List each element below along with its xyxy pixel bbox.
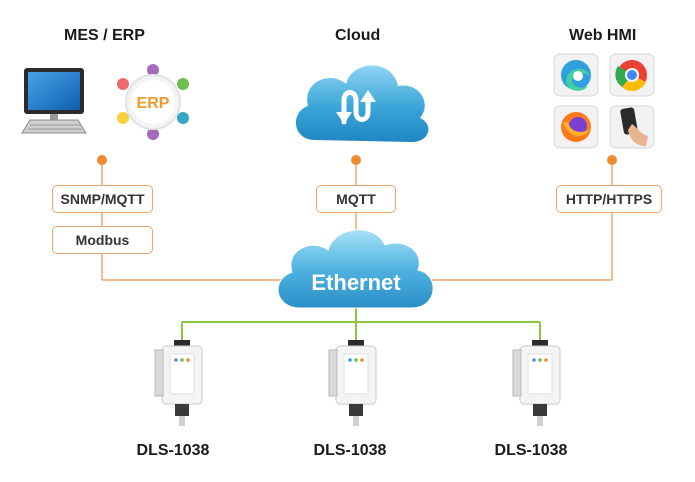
desktop-computer-icon [21, 68, 87, 134]
device-label: DLS-1038 [313, 442, 387, 459]
dls-sensor-device-icon [512, 340, 561, 426]
dls-sensor-device-icon [328, 340, 377, 426]
edge-browser-icon [553, 53, 599, 97]
firefox-browser-icon [553, 105, 599, 149]
device-label: DLS-1038 [136, 442, 210, 459]
erp-hub-icon: ERP [117, 64, 189, 140]
web-hmi-title: Web HMI [569, 27, 637, 44]
cloud-sync-icon [295, 65, 429, 142]
protocol-mqtt: MQTT [316, 185, 396, 213]
protocol-modbus: Modbus [52, 226, 153, 254]
connector-dot-web-hmi [607, 155, 617, 165]
chrome-browser-icon [609, 53, 655, 97]
ethernet-cloud: Ethernet [277, 229, 434, 309]
smartphone-hand-icon [609, 105, 655, 149]
cloud-title: Cloud [335, 27, 381, 44]
mes-erp-title: MES / ERP [64, 27, 145, 44]
device-layer [154, 340, 561, 426]
protocol-http-https: HTTP/HTTPS [556, 185, 662, 213]
connector-dot-mes-erp [97, 155, 107, 165]
device-label: DLS-1038 [494, 442, 568, 459]
connector-dot-cloud [351, 155, 361, 165]
protocol-snmp-mqtt: SNMP/MQTT [52, 185, 153, 213]
green-device-links [181, 308, 541, 345]
ethernet-label: Ethernet [311, 270, 401, 295]
erp-badge-text: ERP [137, 95, 170, 112]
dls-sensor-device-icon [154, 340, 203, 426]
